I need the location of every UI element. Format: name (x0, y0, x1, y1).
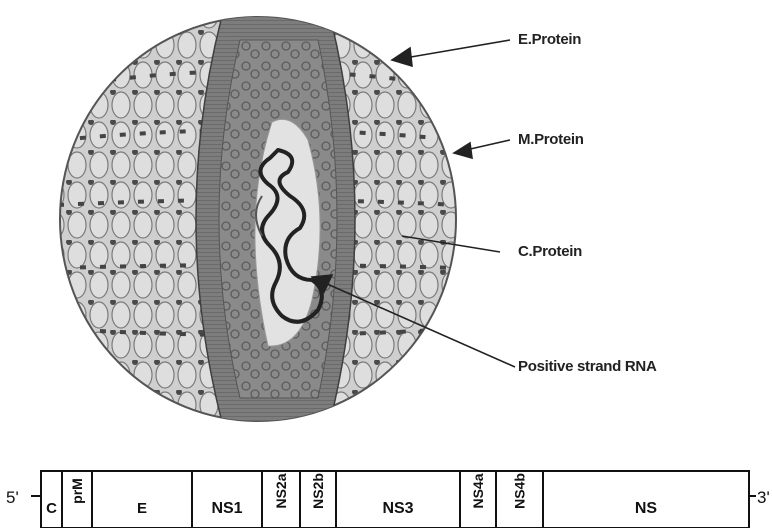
segment-ns: NS (635, 500, 658, 517)
segment-ns2b: NS2b (310, 473, 326, 509)
five-prime-label: 5' (6, 488, 19, 507)
segment-prm: prM (69, 478, 85, 504)
segment-ns2a: NS2a (273, 473, 289, 508)
segment-ns3: NS3 (382, 500, 413, 517)
segment-ns4a: NS4a (470, 473, 486, 508)
segment-c: C (46, 500, 57, 517)
segment-e: E (137, 500, 147, 517)
segment-ns1: NS1 (211, 500, 242, 517)
segment-ns4b: NS4b (512, 473, 528, 509)
three-prime-label: 3' (757, 488, 770, 507)
